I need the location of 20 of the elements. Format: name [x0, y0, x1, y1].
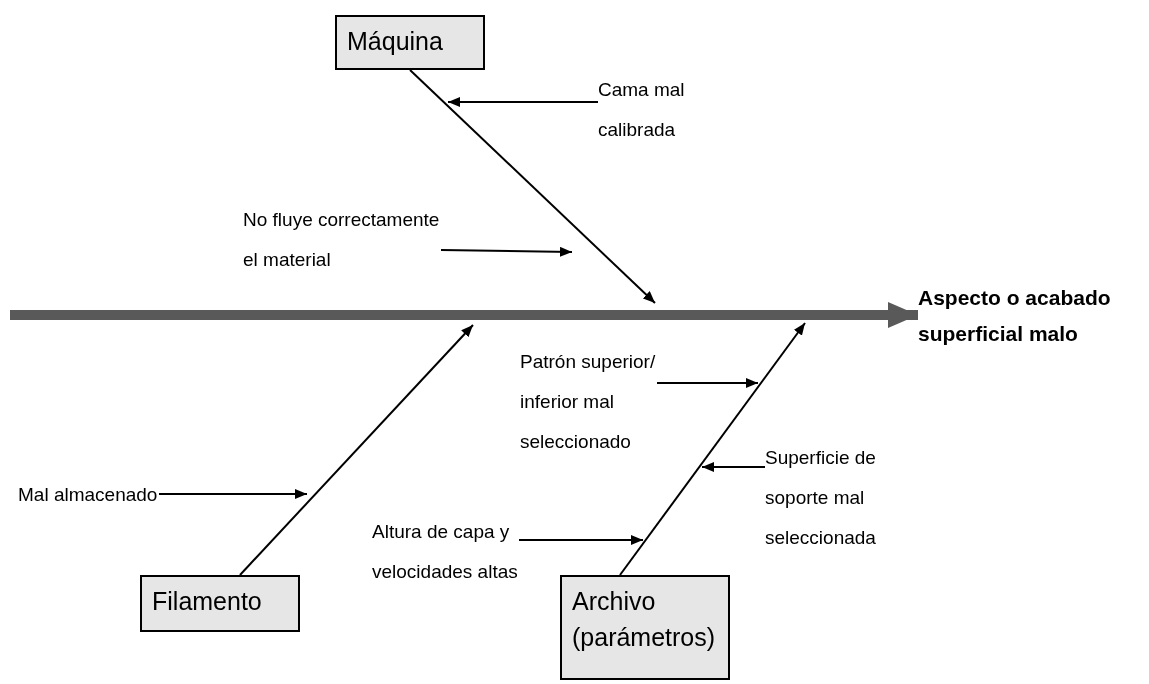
arrow [619, 322, 806, 576]
cause-label: Patrón superior/ inferior mal seleccionado [520, 342, 657, 462]
arrow [656, 378, 759, 388]
arrow [239, 324, 474, 576]
effect-label: Aspecto o acabado superficial malo [918, 280, 1112, 352]
cause-label: Cama mal calibrada [598, 70, 686, 150]
category-box: Filamento [140, 575, 300, 632]
arrow [447, 97, 599, 107]
arrow [158, 489, 308, 499]
arrow [440, 246, 573, 257]
arrow [409, 69, 656, 304]
cause-label: Superficie de soporte mal seleccionada [765, 438, 877, 558]
cause-label: Mal almacenado [18, 475, 159, 515]
category-box: Archivo (parámetros) [560, 575, 730, 680]
spine-arrow [10, 302, 918, 328]
cause-label: No fluye correctamente el material [243, 200, 441, 280]
arrow [518, 535, 644, 545]
category-box: Máquina [335, 15, 485, 70]
arrow [701, 462, 766, 472]
cause-label: Altura de capa y velocidades altas [372, 512, 519, 592]
